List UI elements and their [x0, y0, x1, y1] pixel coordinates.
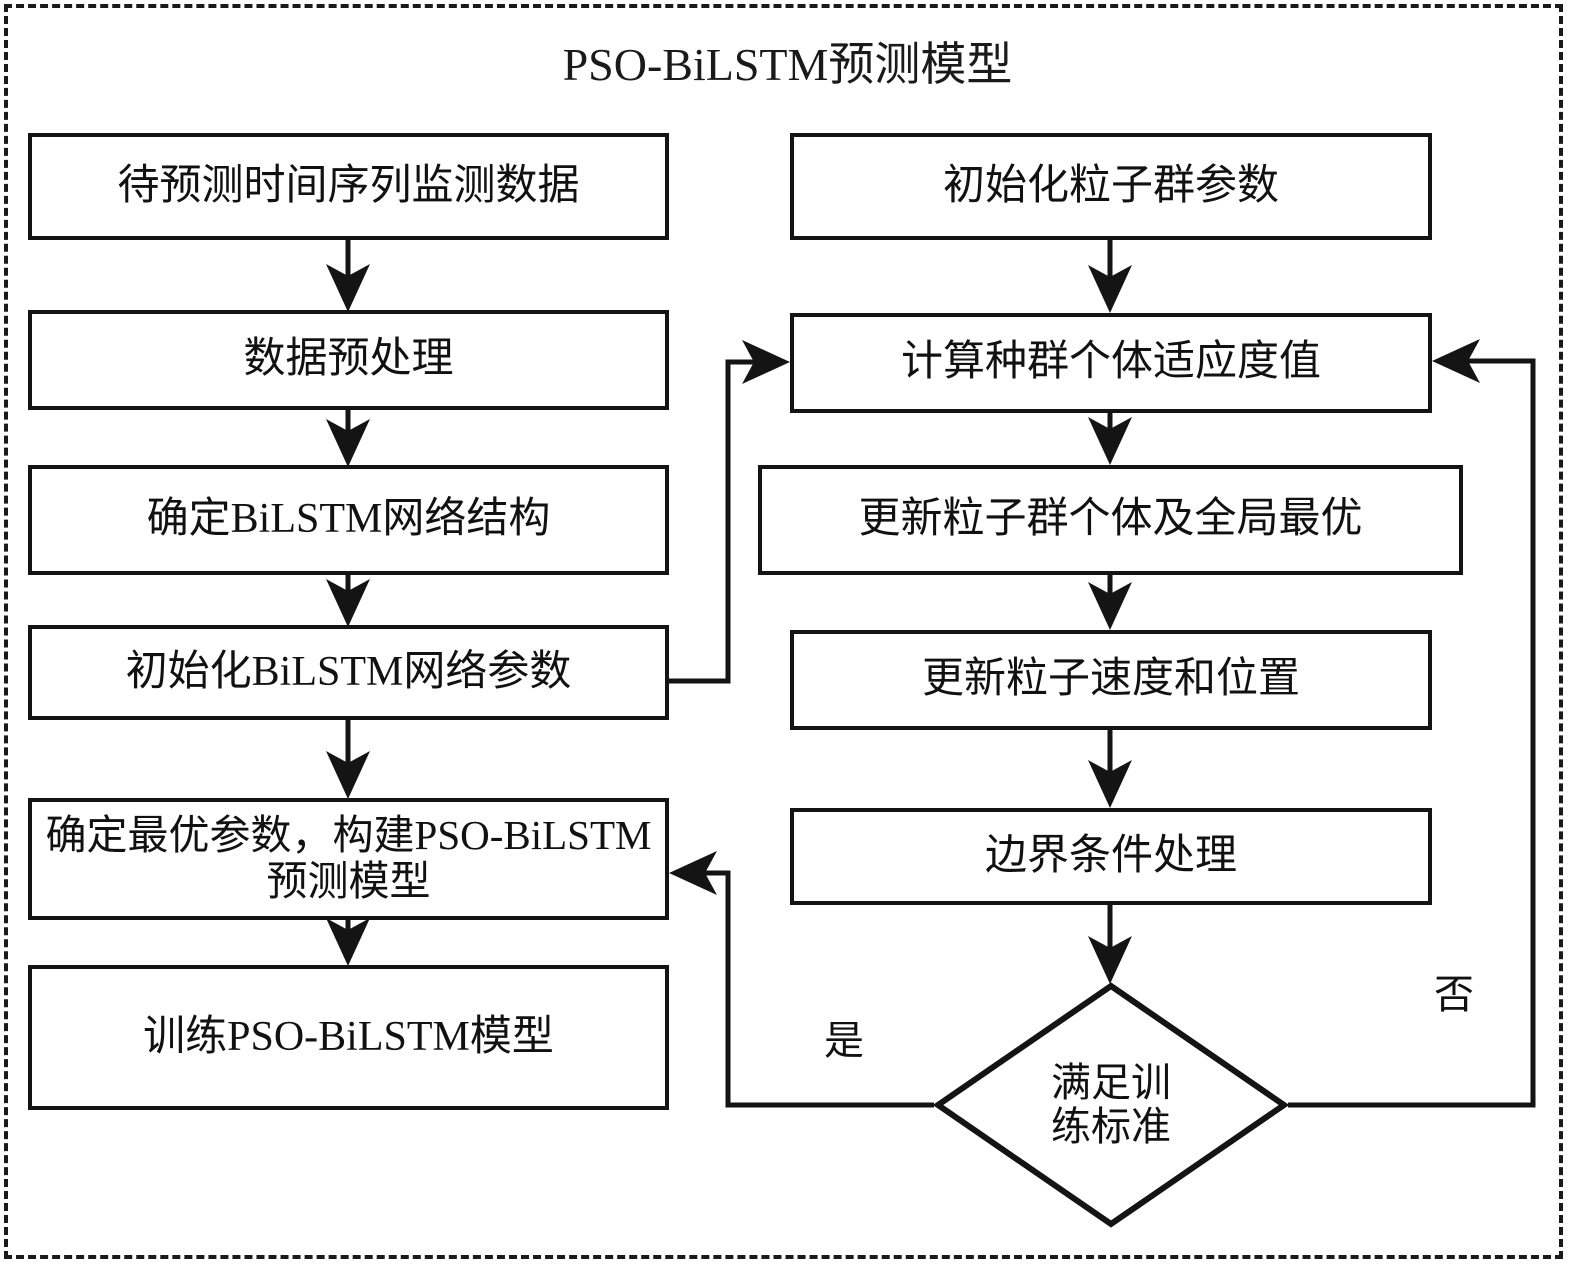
- node-update-velocity[interactable]: 更新粒子速度和位置: [790, 630, 1432, 730]
- dashed-frame: [4, 4, 1563, 1259]
- node-train-model[interactable]: 训练PSO-BiLSTM模型: [28, 965, 669, 1110]
- node-meets-criteria-line2: 练标准: [1051, 1104, 1171, 1149]
- edge-label-yes: 是: [824, 1018, 864, 1063]
- node-update-best[interactable]: 更新粒子群个体及全局最优: [758, 465, 1463, 575]
- node-preprocess-label: 数据预处理: [243, 336, 454, 383]
- edge-label-no: 否: [1434, 972, 1474, 1017]
- node-boundary-label: 边界条件处理: [984, 832, 1237, 879]
- node-build-model-label: 确定最优参数，构建PSO-BiLSTM预测模型: [45, 812, 652, 904]
- node-input-data-label: 待预测时间序列监测数据: [117, 162, 580, 209]
- node-fitness[interactable]: 计算种群个体适应度值: [790, 313, 1432, 413]
- node-init-swarm-label: 初始化粒子群参数: [942, 162, 1279, 209]
- node-meets-criteria[interactable]: 满足训 练标准: [934, 982, 1288, 1228]
- node-input-data[interactable]: 待预测时间序列监测数据: [28, 133, 669, 240]
- node-determine-structure-label: 确定BiLSTM网络结构: [146, 496, 551, 543]
- diamond-shape: [934, 982, 1288, 1228]
- node-boundary[interactable]: 边界条件处理: [790, 808, 1432, 905]
- node-init-params-label: 初始化BiLSTM网络参数: [125, 648, 572, 695]
- node-init-swarm[interactable]: 初始化粒子群参数: [790, 133, 1432, 240]
- node-build-model[interactable]: 确定最优参数，构建PSO-BiLSTM预测模型: [28, 798, 669, 920]
- page-title: PSO-BiLSTM预测模型: [562, 39, 1013, 90]
- node-meets-criteria-line1: 满足训: [1051, 1060, 1171, 1105]
- node-update-best-label: 更新粒子群个体及全局最优: [858, 496, 1363, 543]
- node-determine-structure[interactable]: 确定BiLSTM网络结构: [28, 465, 669, 575]
- node-meets-criteria-label: 满足训 练标准: [1021, 1061, 1201, 1149]
- node-train-model-label: 训练PSO-BiLSTM模型: [143, 1013, 554, 1060]
- node-fitness-label: 计算种群个体适应度值: [900, 339, 1321, 386]
- node-init-params[interactable]: 初始化BiLSTM网络参数: [28, 625, 669, 720]
- node-update-velocity-label: 更新粒子速度和位置: [921, 656, 1300, 703]
- node-preprocess[interactable]: 数据预处理: [28, 310, 669, 410]
